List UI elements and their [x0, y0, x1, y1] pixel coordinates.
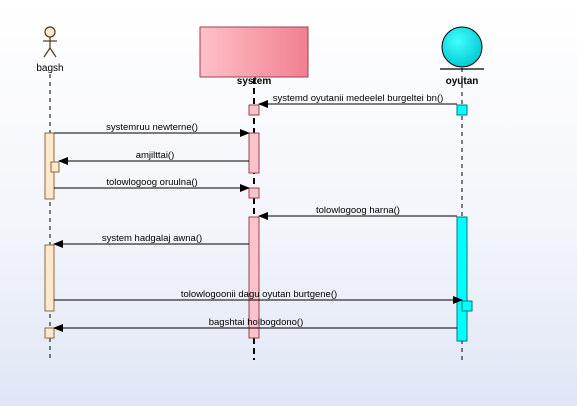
message-label: tolowlogoog harna() [316, 205, 400, 216]
message-label: amjilttai() [136, 150, 175, 161]
activation-oyutan-2b [461, 300, 473, 312]
system-box [199, 26, 309, 78]
participant-oyutan[interactable]: oyutan [440, 26, 484, 87]
participant-label-oyutan: oyutan [446, 76, 479, 87]
message-label: systemruu newterne() [106, 122, 198, 133]
actor-bagsh[interactable]: bagsh [36, 26, 64, 74]
message-5[interactable]: tolowlogoog harna() [258, 205, 457, 220]
message-1[interactable]: systemd oyutanii medeelel burgeltei bn() [258, 93, 457, 108]
activation-oyutan-1 [456, 104, 468, 116]
stick-figure-icon [43, 26, 57, 58]
message-3[interactable]: amjilttai() [58, 150, 249, 165]
entity-circle-icon [441, 26, 483, 68]
message-label: tolowlogoog oruulna() [106, 177, 197, 188]
activation-bagsh-1b [50, 161, 60, 173]
participant-system[interactable]: system [199, 26, 309, 87]
participant-label-bagsh: bagsh [36, 63, 63, 74]
activation-bagsh-2 [44, 244, 55, 312]
activation-oyutan-2 [456, 216, 468, 342]
activation-bagsh-3 [44, 327, 55, 339]
message-label: tolowlogoonii dagu oyutan burtgene() [181, 289, 337, 300]
activation-system-2 [248, 132, 260, 174]
message-label: systemd oyutanii medeelel burgeltei bn() [273, 93, 444, 104]
message-label: bagshtai holbogdono() [209, 317, 304, 328]
activation-system-4 [248, 216, 260, 339]
message-label: system hadgalaj awna() [102, 233, 202, 244]
activation-system-1 [248, 104, 260, 116]
message-4[interactable]: tolowlogoog oruulna() [54, 177, 250, 192]
message-2[interactable]: systemruu newterne() [54, 122, 250, 137]
participant-label-system: system [237, 76, 272, 87]
message-8[interactable]: bagshtai holbogdono() [53, 317, 457, 332]
activation-system-3 [248, 187, 260, 199]
message-6[interactable]: system hadgalaj awna() [53, 233, 249, 248]
message-7[interactable]: tolowlogoonii dagu oyutan burtgene() [54, 289, 463, 304]
